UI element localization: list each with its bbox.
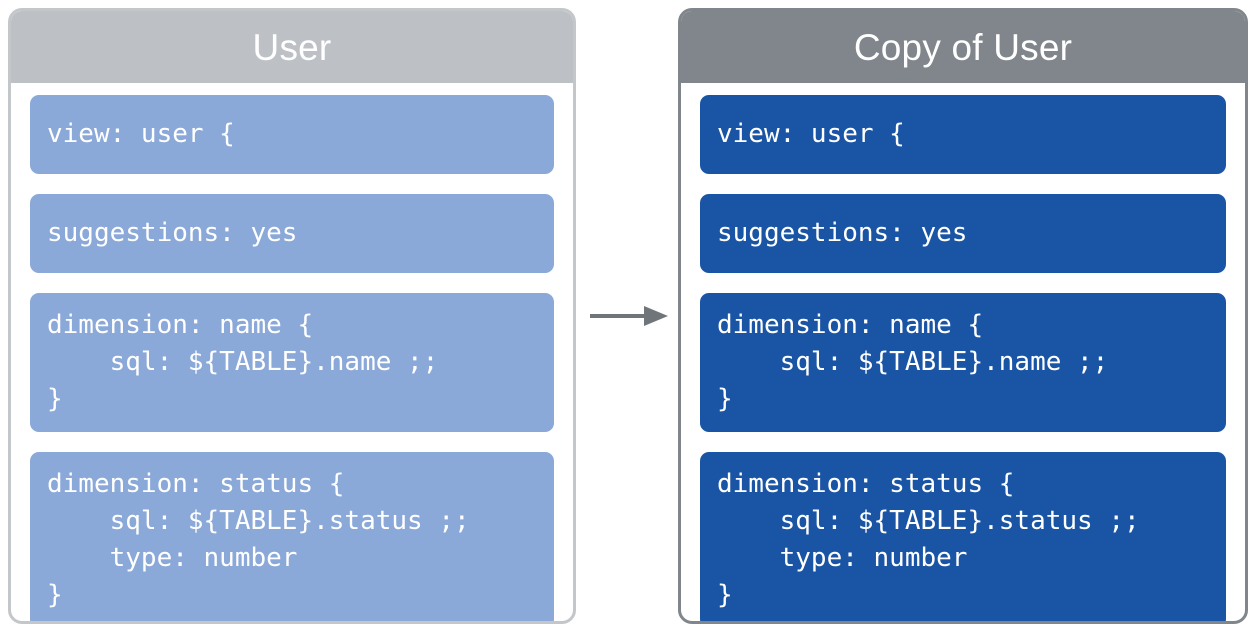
panel-source-title: User — [11, 11, 573, 83]
code-block-view-copy: view: user { — [700, 95, 1226, 174]
code-block-dimension-status-copy: dimension: status { sql: ${TABLE}.status… — [700, 452, 1226, 621]
panel-copy-of-user: Copy of User view: user { suggestions: y… — [678, 8, 1248, 624]
panel-copy-title: Copy of User — [681, 11, 1245, 83]
arrow-right-icon — [590, 302, 670, 330]
code-block-dimension-name: dimension: name { sql: ${TABLE}.name ;; … — [30, 293, 554, 432]
panel-source-body: view: user { suggestions: yes dimension:… — [11, 83, 573, 621]
code-block-dimension-name-copy: dimension: name { sql: ${TABLE}.name ;; … — [700, 293, 1226, 432]
code-block-dimension-status: dimension: status { sql: ${TABLE}.status… — [30, 452, 554, 621]
code-block-suggestions: suggestions: yes — [30, 194, 554, 273]
code-block-suggestions-copy: suggestions: yes — [700, 194, 1226, 273]
code-block-view: view: user { — [30, 95, 554, 174]
panel-source-user: User view: user { suggestions: yes dimen… — [8, 8, 576, 624]
panel-copy-body: view: user { suggestions: yes dimension:… — [681, 83, 1245, 621]
